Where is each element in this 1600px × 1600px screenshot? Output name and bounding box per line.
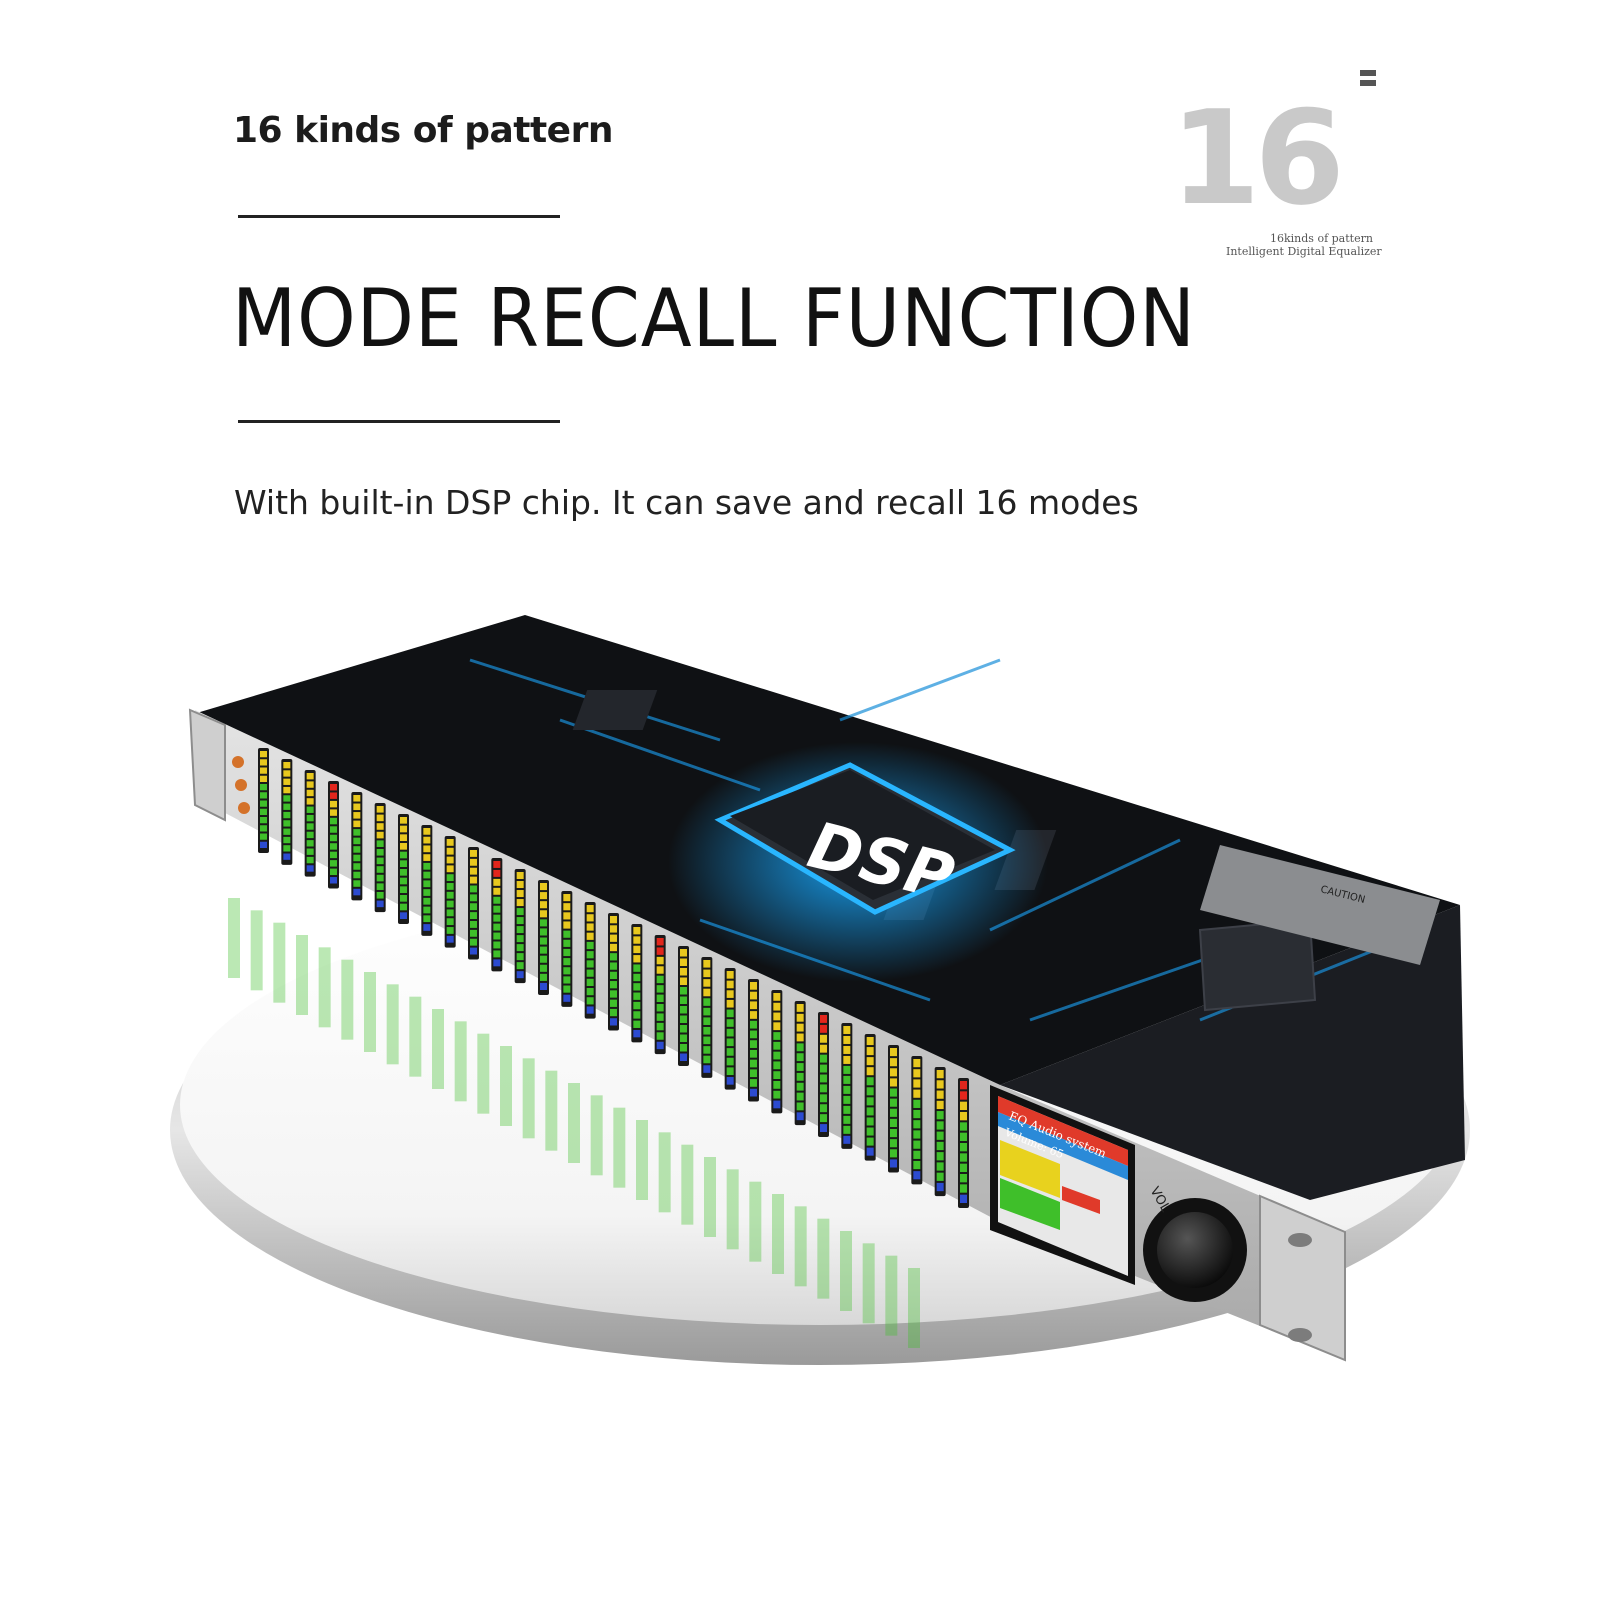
rack-ear-left — [188, 708, 226, 822]
led-reflection — [250, 910, 263, 991]
led-reflection — [545, 1070, 558, 1151]
led-meter-column — [538, 880, 549, 995]
dsp-chip: DSP — [668, 742, 1048, 982]
led-reflection — [749, 1181, 762, 1262]
led-reflection — [658, 1132, 671, 1213]
led-reflection — [568, 1083, 580, 1163]
led-reflection — [296, 935, 308, 1015]
led-meter-column — [608, 913, 619, 1031]
led-meter-column — [794, 1001, 806, 1126]
led-meter-column — [491, 858, 503, 972]
subtext: With built-in DSP chip. It can save and … — [234, 483, 1139, 522]
led-meter-column — [328, 781, 339, 889]
pattern-badge: 16 16kinds of pattern Intelligent Digita… — [1170, 70, 1382, 270]
badge-caption-2: Intelligent Digital Equalizer — [1226, 245, 1382, 258]
led-meter-column — [444, 836, 456, 948]
led-reflection — [432, 1009, 444, 1089]
led-reflection — [273, 922, 286, 1003]
headline: MODE RECALL FUNCTION — [232, 272, 1196, 365]
display-screen: EQ Audio system Volume: 65 — [990, 1085, 1135, 1285]
led-meter-column — [701, 957, 713, 1078]
led-reflection — [228, 898, 240, 978]
led-reflection — [681, 1144, 694, 1225]
rack-ear-right — [1259, 1194, 1346, 1362]
led-reflection — [590, 1095, 603, 1176]
led-reflection — [364, 972, 376, 1052]
led-meter-column — [911, 1056, 923, 1185]
led-reflection — [636, 1120, 648, 1200]
led-meter-column — [398, 814, 409, 924]
bottom-divider — [238, 420, 560, 423]
led-meter-column — [724, 968, 736, 1090]
led-meter-column — [584, 902, 596, 1019]
led-meter-column — [421, 825, 433, 936]
led-meter-column — [888, 1045, 899, 1173]
led-reflection — [318, 947, 331, 1028]
front-panel: EQ Audio system Volume: 65 VOL — [188, 708, 1346, 1362]
led-meter-column — [958, 1078, 969, 1208]
led-meter-column — [631, 924, 643, 1043]
led-meter-column — [841, 1023, 853, 1149]
led-meter-column — [258, 748, 269, 853]
chassis: CAUTION DSP — [190, 615, 1465, 1200]
led-meter-column — [654, 935, 666, 1055]
badge-caption-1: 16kinds of pattern — [1270, 232, 1373, 245]
led-meter-column — [304, 770, 316, 877]
led-meter-column — [818, 1012, 829, 1137]
led-reflection — [477, 1033, 490, 1114]
led-meter-column — [468, 847, 479, 960]
led-meter-column — [864, 1034, 876, 1161]
badge-number: 16 — [1170, 82, 1345, 234]
led-reflection — [908, 1268, 920, 1348]
product-illustration: CAUTION DSP EQ Aud — [170, 615, 1470, 1365]
volume-knob[interactable]: VOL — [1143, 1185, 1247, 1303]
led-reflection — [817, 1218, 830, 1299]
led-reflection — [500, 1046, 512, 1126]
top-divider — [238, 215, 560, 218]
led-reflection — [454, 1021, 467, 1102]
led-reflection — [726, 1169, 739, 1250]
led-meter-column — [351, 792, 363, 901]
led-meter-array — [258, 748, 969, 1208]
led-meter-column — [514, 869, 526, 984]
led-meter-column — [374, 803, 386, 913]
led-reflection — [341, 959, 354, 1040]
led-reflection — [613, 1107, 626, 1188]
led-reflection — [704, 1157, 716, 1237]
led-reflection — [386, 984, 399, 1065]
led-reflection — [409, 996, 422, 1077]
led-reflection — [885, 1255, 898, 1336]
led-reflection — [522, 1058, 535, 1139]
led-meter-column — [748, 979, 759, 1102]
led-meter-column — [281, 759, 293, 865]
panel-reflection — [228, 898, 920, 1348]
equals-icon — [1360, 70, 1376, 90]
led-meter-column — [561, 891, 573, 1007]
led-meter-column — [771, 990, 783, 1114]
led-reflection — [840, 1231, 852, 1311]
led-reflection — [862, 1243, 875, 1324]
led-meter-column — [934, 1067, 946, 1197]
tagline: 16 kinds of pattern — [233, 110, 613, 151]
caution-label: CAUTION — [1200, 845, 1440, 965]
led-reflection — [794, 1206, 807, 1287]
led-meter-column — [678, 946, 689, 1066]
led-reflection — [772, 1194, 784, 1274]
